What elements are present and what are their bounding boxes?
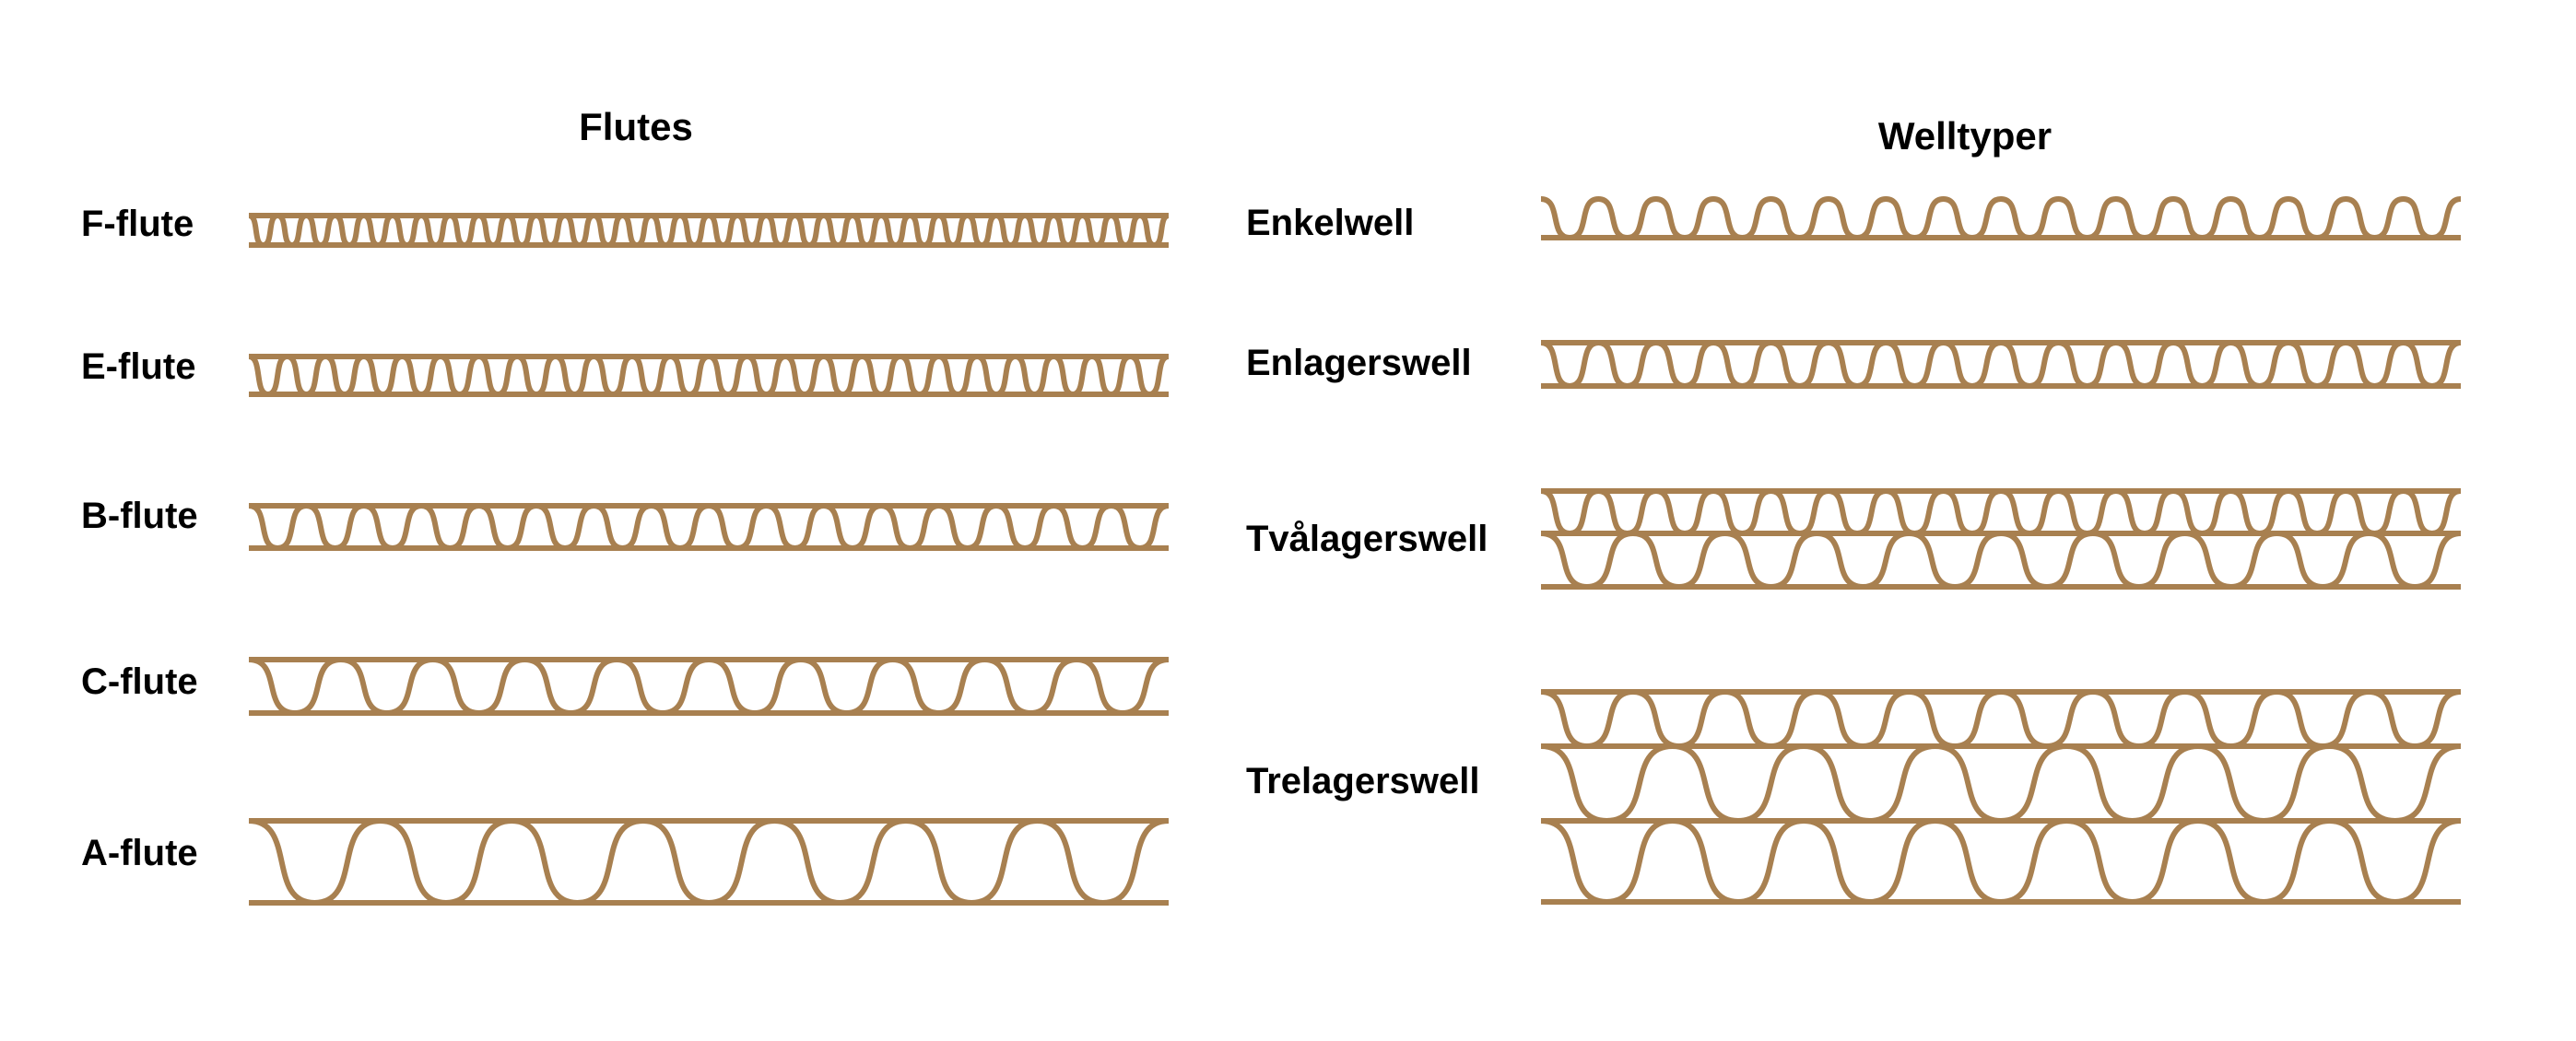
label-a-flute: A-flute [81, 833, 198, 873]
label-c-flute: C-flute [81, 661, 198, 702]
label-enlagerswell: Enlagerswell [1246, 343, 1472, 383]
flutes-heading: Flutes [579, 105, 693, 148]
e-flute-flute-wave [248, 354, 1170, 397]
b-flute-flute-wave [248, 503, 1170, 551]
c-flute-flute-wave [248, 657, 1170, 716]
label-tvalagerswell: Tvålagerswell [1246, 519, 1488, 559]
a-flute-flute-wave [248, 818, 1170, 906]
enkelwell-wave-1 [1540, 196, 2462, 240]
label-trelagerswell: Trelagerswell [1246, 761, 1480, 801]
trelagerswell-wave-3 [1540, 818, 2462, 905]
trelagerswell-wave-2 [1540, 743, 2462, 824]
enlagerswell-wave-1 [1540, 340, 2462, 389]
tvalagerswell-wave-2 [1540, 531, 2462, 590]
tvalagerswell-wave-1 [1540, 488, 2462, 536]
f-flute-flute-wave [247, 213, 1170, 248]
welltyper-heading: Welltyper [1877, 114, 2053, 158]
trelagerswell-wave-1 [1540, 689, 2462, 749]
label-f-flute: F-flute [81, 204, 194, 244]
label-e-flute: E-flute [81, 346, 196, 387]
label-enkelwell: Enkelwell [1246, 203, 1415, 243]
label-b-flute: B-flute [81, 496, 198, 536]
